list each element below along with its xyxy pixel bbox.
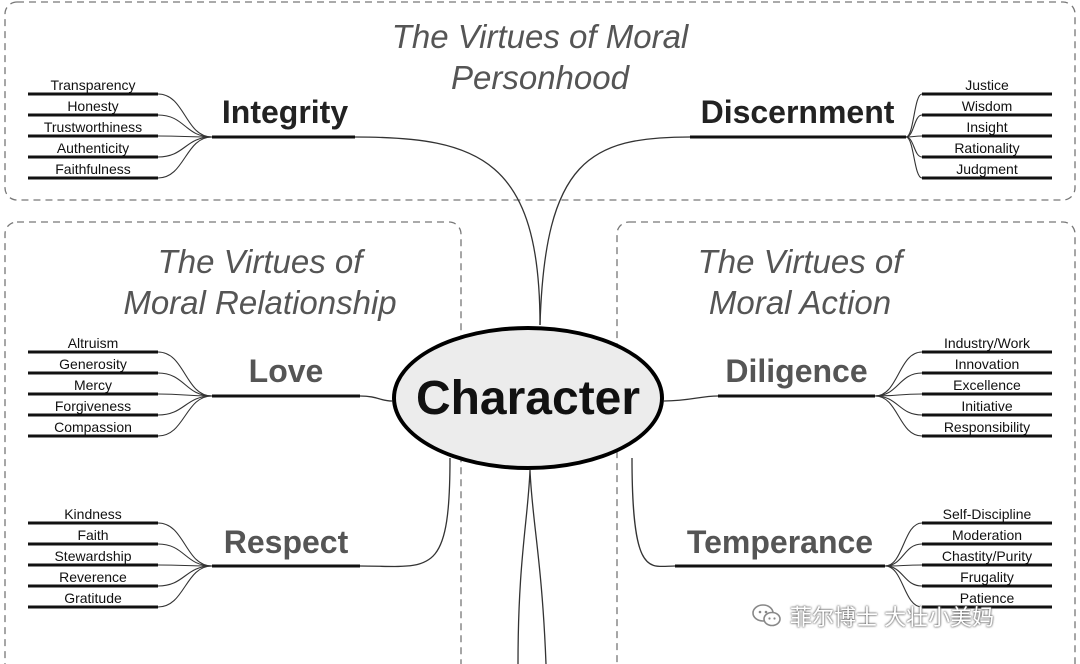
center-node bbox=[392, 326, 664, 470]
connector-discernment bbox=[539, 136, 691, 326]
virtue-diligence: Diligence bbox=[725, 353, 868, 389]
group-title-relationship: The Virtues of Moral Relationship bbox=[80, 241, 440, 323]
group-title-line: Moral Relationship bbox=[123, 284, 397, 321]
sub-virtue-insight: Insight bbox=[966, 119, 1008, 135]
sub-virtue-self-discipline: Self-Discipline bbox=[942, 506, 1032, 522]
sub-virtue-compassion: Compassion bbox=[54, 419, 132, 435]
item-connector bbox=[874, 395, 923, 437]
sub-virtue-reverence: Reverence bbox=[59, 569, 127, 585]
item-connector bbox=[884, 565, 923, 608]
sub-virtue-mercy: Mercy bbox=[73, 377, 113, 393]
item-connector bbox=[157, 93, 213, 138]
sub-virtue-faith: Faith bbox=[77, 527, 109, 543]
virtue-temperance: Temperance bbox=[686, 524, 874, 560]
sub-virtue-excellence: Excellence bbox=[953, 377, 1021, 393]
group-title-line: Moral Action bbox=[708, 284, 892, 321]
item-connector bbox=[884, 543, 923, 567]
connector-respect bbox=[359, 457, 451, 568]
sub-virtue-innovation: Innovation bbox=[954, 356, 1020, 372]
group-title-line: The Virtues of bbox=[697, 243, 903, 280]
connector-bottom bbox=[517, 469, 547, 664]
group-title-action: The Virtues of Moral Action bbox=[620, 241, 980, 323]
sub-virtue-transparency: Transparency bbox=[50, 77, 136, 93]
sub-virtue-chastity-purity: Chastity/Purity bbox=[941, 548, 1033, 564]
wechat-icon bbox=[752, 604, 781, 627]
sub-virtue-moderation: Moderation bbox=[951, 527, 1023, 543]
virtue-respect: Respect bbox=[223, 524, 349, 560]
center-label: Character bbox=[415, 371, 641, 425]
sub-virtue-gratitude: Gratitude bbox=[64, 590, 122, 606]
virtue-integrity: Integrity bbox=[221, 94, 349, 130]
sub-virtue-authenticity: Authenticity bbox=[56, 140, 130, 156]
group-title-line: Personhood bbox=[451, 59, 629, 96]
sub-virtue-honesty: Honesty bbox=[67, 98, 119, 114]
sub-virtue-patience: Patience bbox=[959, 590, 1015, 606]
item-connector bbox=[905, 136, 923, 179]
sub-virtue-generosity: Generosity bbox=[59, 356, 127, 372]
sub-virtue-altruism: Altruism bbox=[67, 335, 119, 351]
item-connector bbox=[157, 351, 213, 397]
sub-virtue-wisdom: Wisdom bbox=[961, 98, 1013, 114]
item-connector bbox=[905, 93, 923, 138]
group-title-personhood: The Virtues of Moral Personhood bbox=[340, 16, 740, 98]
item-connector bbox=[157, 565, 213, 608]
watermark: 菲尔博士 大壮小美妈 bbox=[752, 600, 994, 632]
virtue-discernment: Discernment bbox=[700, 94, 895, 130]
sub-virtue-trustworthiness: Trustworthiness bbox=[43, 119, 143, 135]
sub-virtue-justice: Justice bbox=[965, 77, 1009, 93]
item-connector bbox=[157, 372, 213, 397]
connector-temperance bbox=[631, 457, 676, 568]
connector-love bbox=[359, 395, 393, 402]
item-connector bbox=[874, 351, 923, 397]
group-box-personhood bbox=[4, 1, 1076, 201]
item-connector bbox=[905, 136, 923, 158]
item-connector bbox=[157, 543, 213, 567]
item-connector bbox=[874, 372, 923, 397]
connector-integrity bbox=[354, 136, 541, 326]
sub-virtue-faithfulness: Faithfulness bbox=[55, 161, 131, 177]
watermark-text: 菲尔博士 大壮小美妈 bbox=[790, 605, 995, 630]
item-connector bbox=[157, 522, 213, 567]
group-title-line: The Virtues of Moral bbox=[391, 18, 689, 55]
group-title-line: The Virtues of bbox=[157, 243, 363, 280]
item-connector bbox=[884, 522, 923, 567]
item-connector bbox=[157, 395, 213, 416]
sub-virtue-rationality: Rationality bbox=[954, 140, 1020, 156]
sub-virtue-judgment: Judgment bbox=[956, 161, 1018, 177]
sub-virtue-industry-work: Industry/Work bbox=[943, 335, 1031, 351]
sub-virtue-kindness: Kindness bbox=[64, 506, 122, 522]
item-connector bbox=[905, 114, 923, 138]
item-connector bbox=[874, 395, 923, 416]
sub-virtue-frugality: Frugality bbox=[960, 569, 1014, 585]
virtue-love: Love bbox=[248, 353, 324, 389]
item-connector bbox=[157, 565, 213, 587]
item-connector bbox=[157, 136, 213, 158]
item-connector bbox=[157, 114, 213, 138]
sub-virtue-responsibility: Responsibility bbox=[943, 419, 1031, 435]
item-connector bbox=[157, 395, 213, 437]
sub-virtue-stewardship: Stewardship bbox=[54, 548, 132, 564]
group-box-relationship bbox=[4, 221, 462, 664]
connector-diligence bbox=[663, 395, 719, 402]
item-connector bbox=[157, 136, 213, 179]
item-connector bbox=[884, 565, 923, 587]
sub-virtue-initiative: Initiative bbox=[961, 398, 1013, 414]
sub-virtue-forgiveness: Forgiveness bbox=[54, 398, 132, 414]
